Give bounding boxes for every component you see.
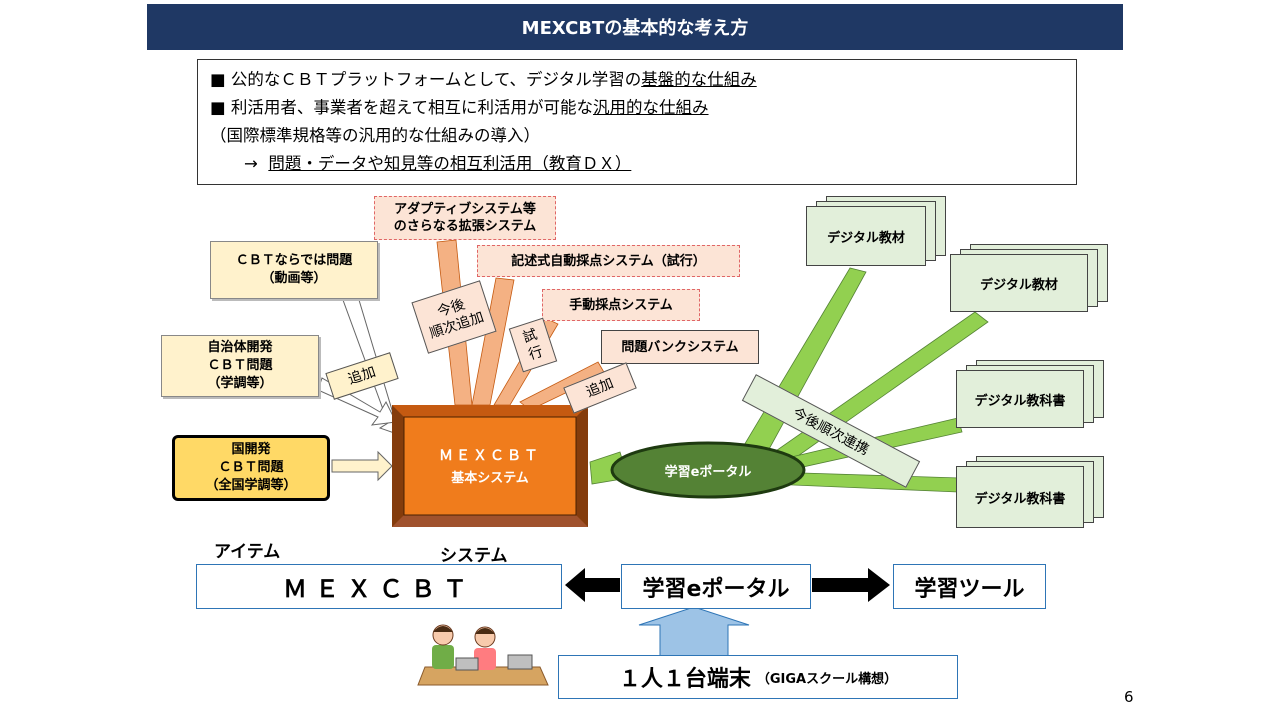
portal-box: 学習eポータル <box>621 564 811 609</box>
auto-grading-label: 記述式自動採点システム（試行） <box>477 245 740 277</box>
adaptive-system-label: アダプティブシステム等 のさらなる拡張システム <box>374 196 556 240</box>
summary-line-4: → 問題・データや知見等の相互利活用（教育ＤＸ） <box>244 154 632 173</box>
tool-box: 学習ツール <box>893 564 1046 609</box>
core-subtitle: 基本システム <box>451 471 529 486</box>
material-2: デジタル教材 <box>950 244 1110 316</box>
mexcbt-box: ＭＥＸＣＢＴ <box>196 564 562 609</box>
material-4: デジタル教科書 <box>956 456 1116 532</box>
up-arrow <box>638 606 750 658</box>
question-bank-label: 問題バンクシステム <box>601 330 759 364</box>
portal-ellipse <box>610 441 806 499</box>
cbt-video-note: ＣＢＴならでは問題 （動画等） <box>210 241 378 299</box>
manual-grading-label: 手動採点システム <box>542 289 700 321</box>
summary-line-3: （国際標準規格等の汎用的な仕組みの導入） <box>210 126 540 145</box>
device-box: １人１台端末 （GIGAスクール構想） <box>558 655 958 699</box>
students-illustration <box>417 624 549 686</box>
system-label: システム <box>440 546 508 566</box>
core-name: ＭＥＸＣＢＴ <box>439 448 541 464</box>
local-gov-note: 自治体開発 ＣＢＴ問題 （学調等） <box>161 335 319 397</box>
material-3: デジタル教科書 <box>956 360 1116 432</box>
item-label: アイテム <box>214 542 281 562</box>
national-note: 国開発 ＣＢＴ問題 （全国学調等） <box>172 435 330 501</box>
material-1: デジタル教材 <box>806 196 946 268</box>
left-arrow <box>565 568 620 602</box>
page-number: 6 <box>1124 688 1134 706</box>
summary-line-1: 公的なＣＢＴプラットフォームとして、デジタル学習の基盤的な仕組み <box>210 66 1064 94</box>
page-title: MEXCBTの基本的な考え方 <box>147 4 1123 50</box>
summary-line-2: 利活用者、事業者を超えて相互に利活用が可能な汎用的な仕組み <box>210 94 1064 122</box>
core-box <box>392 405 588 527</box>
portal-label: 学習eポータル <box>664 465 752 480</box>
right-arrow <box>812 568 890 602</box>
summary-box: 公的なＣＢＴプラットフォームとして、デジタル学習の基盤的な仕組み 利活用者、事業… <box>197 59 1077 185</box>
national-arrow <box>331 450 393 482</box>
